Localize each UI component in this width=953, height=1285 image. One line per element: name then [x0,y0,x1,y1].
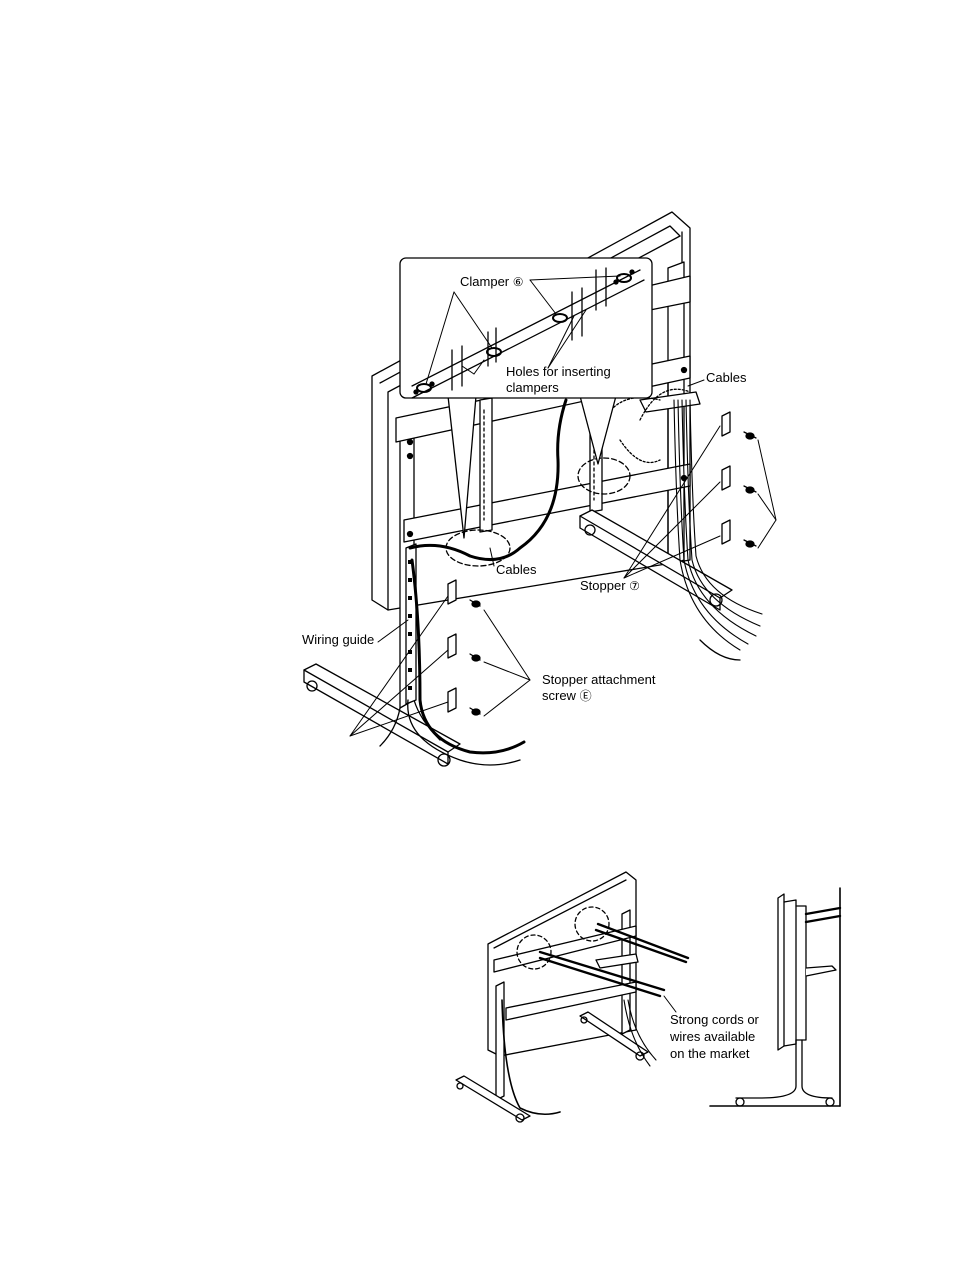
part-number-7-icon: ⑦ [629,579,640,593]
stand-assembly-figure [304,212,776,766]
part-number-6-icon: ⑥ [513,275,524,289]
side-view [710,888,840,1106]
holes-label-line1: Holes for inserting [506,364,611,380]
cables-label-bottom: Cables [496,562,536,578]
fall-prevention-figure [456,872,840,1122]
cords-label-line3: on the market [670,1046,750,1062]
right-screws [744,432,756,547]
left-screws [470,600,480,715]
cords-label-line1: Strong cords or [670,1012,759,1028]
clamper-label: Clamper ⑥ [460,274,524,290]
stopper-screw-label-line1: Stopper attachment [542,672,655,688]
right-stoppers [722,412,730,544]
stopper-label: Stopper ⑦ [580,578,640,594]
holes-label-line2: clampers [506,380,559,396]
cables-label-top: Cables [706,370,746,386]
cords-label-line2: wires available [670,1029,755,1045]
part-letter-e-icon: Ⓔ [580,689,592,703]
stopper-text: Stopper [580,578,626,593]
wiring-guide-label: Wiring guide [302,632,374,648]
stopper-screw-text: screw [542,688,576,703]
stopper-screw-label-line2: screw Ⓔ [542,688,592,704]
clamper-text: Clamper [460,274,509,289]
left-stoppers [448,580,456,712]
